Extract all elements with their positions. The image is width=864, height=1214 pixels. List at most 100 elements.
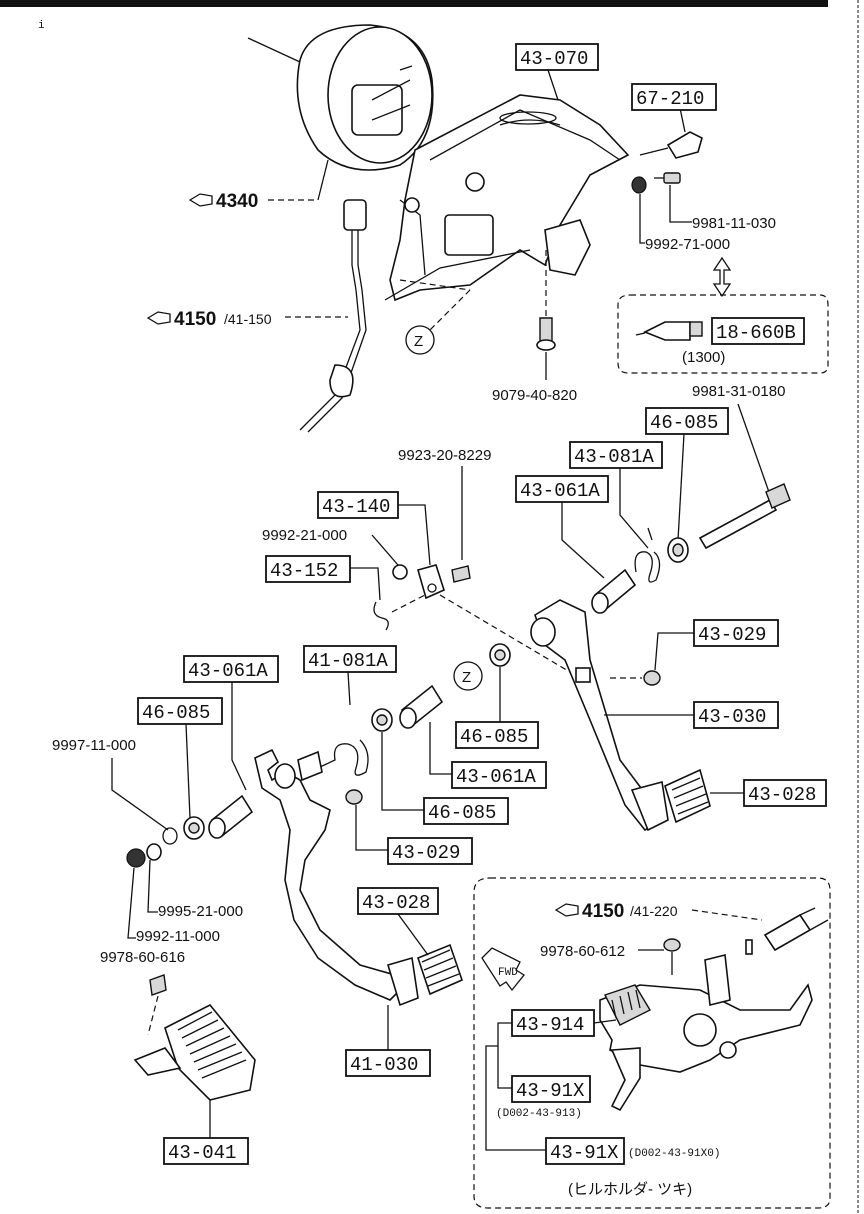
label-box-46-085-a: [645, 407, 729, 435]
label-18-660B: 18-660B: [716, 322, 796, 344]
label-43-029-a: 43-029: [698, 624, 766, 646]
bushing-43-061A-left: [208, 794, 254, 839]
clip-pin: [373, 601, 389, 631]
label-67-210: 67-210: [636, 88, 704, 110]
label-9981-31-0180: 9981-31-0180: [692, 383, 785, 400]
label-box-43-030: [693, 701, 779, 729]
clutch-cable: [299, 199, 367, 433]
label-box-43-061A-b: [451, 761, 547, 789]
pointing-hand-icon: [188, 193, 213, 207]
label-box-43-061A-c: [183, 655, 279, 683]
ref-4150: 4150: [174, 309, 216, 330]
label-9079-40-820: 9079-40-820: [492, 387, 577, 404]
label-43-081A: 43-081A: [574, 446, 654, 468]
label-43-030: 43-030: [698, 706, 766, 728]
label-43-028-a: 43-028: [748, 784, 816, 806]
zone-z2-label: Z: [462, 669, 471, 686]
stopper-43-029-upper: [643, 670, 661, 686]
nut-9992-11: [126, 848, 146, 868]
label-46-085-c: 46-085: [428, 802, 496, 824]
label-box-43-029-b: [387, 837, 473, 865]
bushing-46-085-mid-b: [371, 708, 393, 732]
fwd-text: FWD: [498, 967, 518, 979]
hill-holder-assembly: [599, 954, 813, 1112]
bushing-43-061A-mid: [399, 684, 444, 729]
label-9978-60-616: 9978-60-616: [100, 949, 185, 966]
bolt-9079: [536, 250, 556, 351]
washer-9997: [162, 827, 178, 845]
label-box-67-210: [631, 83, 717, 111]
screw-9978-616: [149, 974, 167, 996]
bolt-clip: [451, 565, 471, 583]
bushing-43-061A-upper: [591, 568, 637, 614]
detail-caption: (ヒルホルダ- ツキ): [568, 1181, 692, 1198]
label-43-152: 43-152: [270, 560, 338, 582]
label-43-028-b: 43-028: [362, 892, 430, 914]
bushing-46-085-left: [183, 816, 205, 840]
long-bolt: [698, 483, 791, 550]
label-43-061A-c: 43-061A: [188, 660, 268, 682]
spring-41-081A: [317, 739, 369, 776]
label-box-41-081A: [303, 645, 397, 673]
label-box-46-085-d: [137, 697, 223, 725]
detail-label-box-43-914: [511, 1009, 595, 1037]
washer-9995: [146, 843, 162, 861]
spring-43-081A: [634, 527, 661, 583]
corner-mark: i: [38, 20, 45, 32]
pedal-bracket: [384, 94, 630, 302]
fwd-arrow-icon: FWD: [481, 947, 525, 992]
label-41-030: 41-030: [350, 1054, 418, 1076]
brake-pedal-pad: [664, 768, 711, 824]
detail-note-91X-b: (D002-43-91X0): [628, 1148, 720, 1160]
label-box-43-140: [317, 491, 399, 519]
label-9981-11-030: 9981-11-030: [692, 215, 776, 232]
label-9992-21-000: 9992-21-000: [262, 527, 347, 544]
label-box-43-028-b: [357, 887, 439, 915]
label-9923-20-8229: 9923-20-8229: [398, 447, 491, 464]
label-9992-11-000: 9992-11-000: [136, 928, 220, 945]
label-box-18-660B: [711, 317, 805, 345]
ref-4150-sub: /41-150: [224, 311, 272, 327]
clutch-pedal-pad: [417, 943, 463, 996]
label-9992-71-000: 9992-71-000: [645, 236, 730, 253]
detail-ref-4150: 4150: [582, 901, 624, 922]
zone-z2-marker: [453, 661, 483, 691]
nut-clip: [392, 564, 408, 580]
detail-label-43-91X-a: 43-91X: [516, 1080, 585, 1102]
label-box-46-085-b: [455, 721, 539, 749]
detail-label-box-43-91X-b: [545, 1137, 625, 1165]
label-43-140: 43-140: [322, 496, 390, 518]
label-43-061A-a: 43-061A: [520, 480, 600, 502]
label-box-43-152: [265, 555, 351, 583]
label-1300: (1300): [682, 349, 725, 366]
detail-label-43-914: 43-914: [516, 1014, 584, 1036]
bushing-46-085-upper: [667, 537, 689, 563]
label-46-085-d: 46-085: [142, 702, 210, 724]
detail-ref-sub: /41-220: [630, 903, 678, 919]
label-box-41-030: [345, 1049, 431, 1077]
label-43-061A-b: 43-061A: [456, 766, 536, 788]
label-box-43-081A: [569, 441, 663, 469]
detail-label-box-43-91X-a: [511, 1075, 591, 1103]
label-box-46-085-c: [423, 797, 509, 825]
top-bolt: [654, 172, 681, 184]
detail-box-hill-holder: [473, 877, 831, 1209]
detail-label-9978-60-612: 9978-60-612: [540, 943, 625, 960]
brake-booster: [247, 24, 434, 171]
top-nut: [631, 176, 647, 194]
stopper-43-029-lower: [345, 789, 363, 805]
brake-pedal: [530, 599, 669, 832]
label-box-43-061A-a: [515, 475, 609, 503]
detail-screw: [663, 938, 681, 975]
switch-1300: [635, 321, 703, 341]
zone-z-label: Z: [414, 333, 423, 350]
bushing-46-085-mid-a: [489, 643, 511, 667]
detail-note-91X-a: (D002-43-913): [496, 1108, 582, 1120]
label-46-085-b: 46-085: [460, 726, 528, 748]
clutch-pedal: [254, 748, 419, 1007]
label-43-029-b: 43-029: [392, 842, 460, 864]
label-9995-21-000: 9995-21-000: [158, 903, 243, 920]
label-46-085-a: 46-085: [650, 412, 718, 434]
double-arrow-icon: [712, 256, 732, 298]
